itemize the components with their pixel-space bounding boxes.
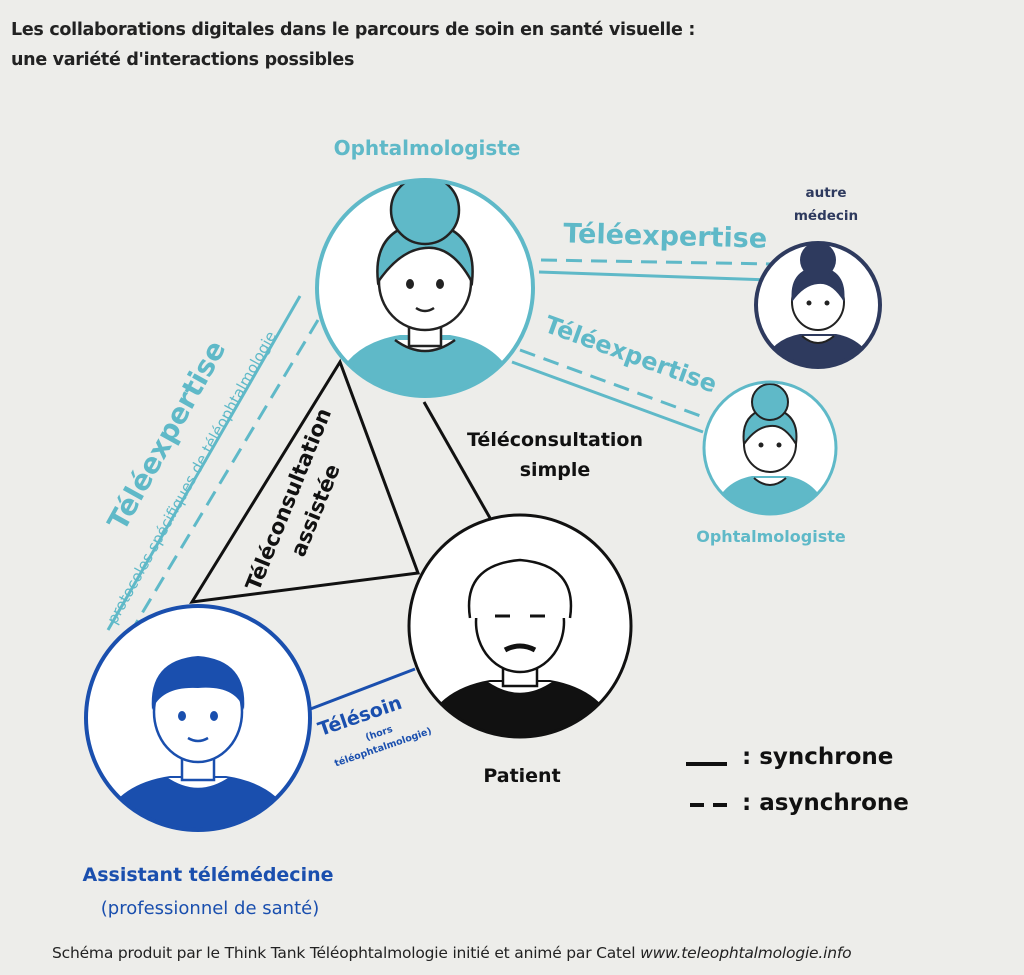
- assistant-sub-label: (professionnel de santé): [101, 898, 319, 919]
- patient-avatar-icon: [407, 513, 633, 739]
- teleexpertise-top-label: Téléexpertise: [563, 218, 768, 254]
- connectors: [106, 258, 775, 715]
- teleexpertise-top-solid-line: [538, 270, 771, 282]
- teleexpertise-top-dashed-line: [540, 258, 775, 266]
- footer-text: Schéma produit par le Think Tank Téléoph…: [52, 944, 636, 962]
- patient-label: Patient: [483, 765, 560, 787]
- page-title-line-1: Les collaborations digitales dans le par…: [11, 20, 696, 40]
- teleexpertise-mid-label: Téléexpertise: [541, 310, 721, 398]
- assistant-avatar-icon: [84, 604, 312, 832]
- footer-url[interactable]: www.teleophtalmologie.info: [640, 944, 852, 962]
- teleexpertise-mid-solid-line: [511, 360, 704, 434]
- footer-credit: Schéma produit par le Think Tank Téléoph…: [52, 944, 852, 962]
- ophthalmologist-small-avatar-icon: [702, 380, 838, 516]
- ophthalmologist-main-label: Ophtalmologiste: [334, 136, 521, 160]
- legend-asynchrone-label: : asynchrone: [742, 790, 909, 816]
- teleexpertise-left-solid-line: [106, 295, 302, 631]
- teleconsultation-simple-label-line2: simple: [520, 459, 591, 481]
- telesoin-line: [299, 667, 416, 715]
- assistant-label: Assistant télémédecine: [83, 864, 334, 886]
- autre-medecin-label-line2: médecin: [794, 208, 858, 224]
- teleexpertise-mid-dashed-line: [519, 348, 707, 420]
- autre-medecin-label-line1: autre: [806, 185, 847, 201]
- doctor-avatar-icon: [754, 241, 882, 369]
- teleconsultation-simple-label-line1: Téléconsultation: [467, 429, 643, 451]
- legend: : synchrone : asynchrone: [686, 744, 909, 816]
- teleexpertise-left-dashed-line: [124, 319, 320, 641]
- teleconsultation-assistee-triangle: [189, 358, 421, 604]
- legend-synchrone-label: : synchrone: [742, 744, 893, 770]
- teleconsultation-simple-line: [422, 401, 492, 519]
- page-title-line-2: une variété d'interactions possibles: [11, 50, 355, 70]
- ophthalmologist-small-label: Ophtalmologiste: [696, 527, 846, 546]
- ophthalmologist-avatar-icon: [315, 178, 535, 398]
